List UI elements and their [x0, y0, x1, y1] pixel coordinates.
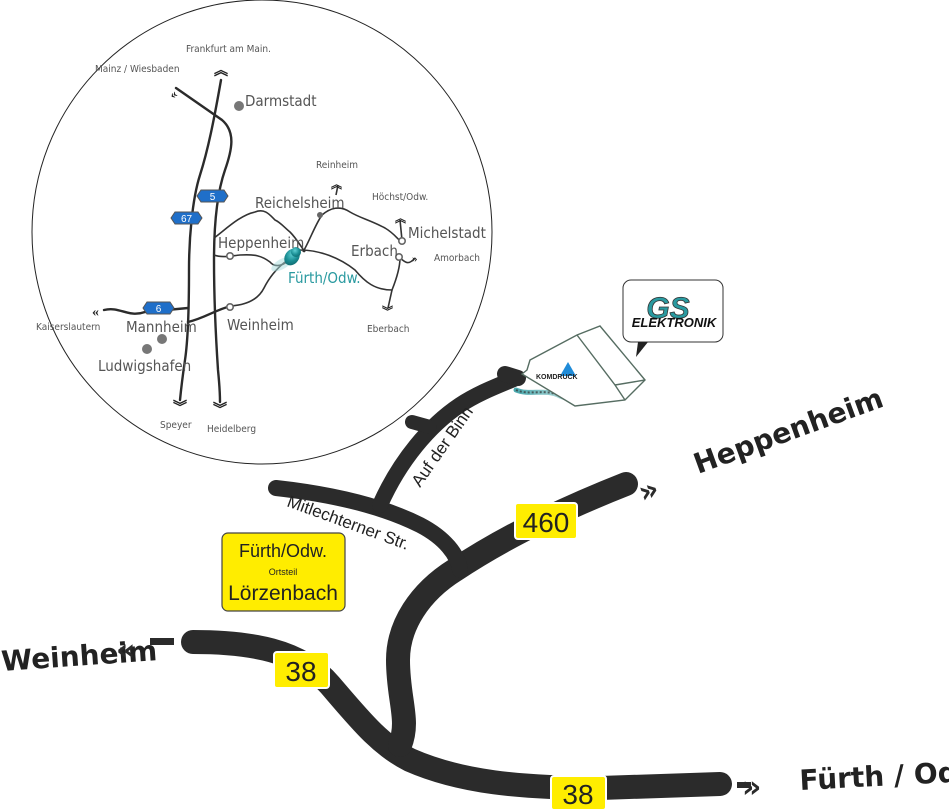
gs-logo-letters: GS	[646, 292, 689, 325]
road-a67	[178, 78, 223, 402]
city-label-mainz: Mainz / Wiesbaden	[95, 64, 180, 75]
chevron-up-icon: ︽	[214, 64, 228, 79]
destination-label-heppenheim: Heppenheim	[689, 381, 887, 480]
road-fuerth-erbach-south	[299, 249, 401, 291]
double-chevron-right-icon: »	[742, 770, 761, 805]
city-label-frankfurt: Frankfurt am Main.	[186, 44, 271, 55]
city-label-reinheim: Reinheim	[316, 160, 358, 171]
city-ring-michelstadt	[397, 237, 406, 246]
city-ring-heppenheim	[226, 252, 235, 261]
double-chevron-left-icon: «	[116, 633, 135, 668]
inset-map: ︽ « ︽ ︽ » ︾ « ︾ ︾ 5 67 6	[31, 0, 493, 465]
chevron-up-icon: ︽	[331, 179, 342, 191]
road-sign-38-left: 38	[273, 651, 330, 689]
city-dot-reichelsheim	[317, 212, 323, 218]
city-label-speyer: Speyer	[160, 420, 192, 431]
city-label-amorbach: Amorbach	[434, 253, 480, 264]
town-sign: Fürth/Odw. Ortsteil Lörzenbach	[221, 532, 346, 612]
road-a6	[102, 306, 190, 315]
location-pin-icon	[271, 247, 301, 272]
road-number: 38	[285, 656, 316, 687]
autobahn-number: 6	[156, 304, 162, 315]
autobahn-shield-a67: 67	[170, 211, 203, 225]
autobahn-shield-a6: 6	[142, 301, 175, 315]
town-sign-line1: Fürth/Odw.	[239, 541, 327, 561]
city-ring-weinheim	[226, 302, 235, 311]
gs-elektronik-callout: GS ELEKTRONIK	[622, 279, 724, 357]
chevron-down-icon: ︾	[173, 399, 187, 416]
komdruck-label: KOMDRUCK	[536, 374, 578, 381]
destination-heppenheim: » Heppenheim	[634, 381, 888, 510]
gs-logo-text: ELEKTRONIK	[632, 315, 718, 330]
road-sign-38-bottom: 38	[550, 775, 607, 811]
city-dot-ludwigshafen	[142, 344, 152, 354]
arrow-shaft	[737, 782, 751, 788]
city-label-reichelsheim: Reichelsheim	[255, 194, 345, 212]
double-chevron-right-icon: »	[634, 471, 664, 511]
city-label-ludwigshafen: Ludwigshafen	[98, 357, 191, 375]
road-number: 460	[523, 507, 570, 538]
city-label-weinheim: Weinheim	[227, 316, 294, 334]
road-eberbach	[387, 289, 393, 309]
city-label-hoechst: Höchst/Odw.	[372, 192, 428, 203]
road-sign-460: 460	[514, 502, 578, 540]
city-label-michelstadt: Michelstadt	[408, 224, 486, 242]
destination-label-fuerth: Fürth / Odw.	[799, 754, 949, 797]
city-dot-mannheim	[157, 334, 167, 344]
komdruck-logo-icon	[560, 362, 576, 376]
city-label-fuerth: Fürth/Odw.	[288, 269, 361, 287]
road-a5	[174, 86, 233, 404]
town-sign-line3: Lörzenbach	[228, 582, 338, 605]
chevron-right-icon: »	[412, 253, 418, 265]
city-label-heppenheim: Heppenheim	[218, 234, 304, 252]
city-dot-darmstadt	[234, 101, 244, 111]
city-label-eberbach: Eberbach	[367, 324, 410, 335]
city-label-mannheim: Mannheim	[126, 318, 197, 336]
chevron-down-icon: ︾	[382, 304, 393, 318]
road-reichelsheim-erbach	[302, 207, 403, 253]
destination-weinheim: Weinheim «	[0, 633, 174, 678]
city-label-erbach: Erbach	[351, 242, 398, 260]
city-ring-erbach	[394, 253, 403, 262]
city-label-kaiserslautern: Kaiserslautern	[36, 322, 100, 333]
road-heppenheim-reichelsheim	[213, 210, 306, 253]
destination-fuerth: » Fürth / Odw.	[737, 754, 949, 805]
arrow-shaft	[150, 638, 174, 645]
road-auf-der-binn-spur	[405, 415, 437, 434]
road-number: 38	[562, 779, 593, 810]
chevron-left-icon: «	[92, 305, 99, 320]
road-reinheim	[335, 184, 339, 196]
road-hoechst	[399, 219, 403, 241]
autobahn-number: 5	[210, 192, 216, 203]
road-auf-der-binn	[372, 370, 524, 513]
autobahn-number: 67	[181, 214, 193, 225]
town-sign-line2: Ortsteil	[269, 567, 298, 577]
city-label-darmstadt: Darmstadt	[245, 92, 317, 110]
road-mitlechterner-str	[268, 480, 468, 578]
building-komdruck: KOMDRUCK	[520, 325, 646, 407]
chevron-up-icon: ︽	[395, 213, 406, 225]
chevron-down-icon: ︾	[213, 401, 227, 418]
callout-pointer	[636, 342, 648, 357]
road-b38	[181, 630, 732, 800]
autobahn-shield-a5: 5	[196, 189, 229, 203]
road-auf-der-binn-end	[497, 366, 526, 386]
city-label-heidelberg: Heidelberg	[207, 424, 256, 435]
